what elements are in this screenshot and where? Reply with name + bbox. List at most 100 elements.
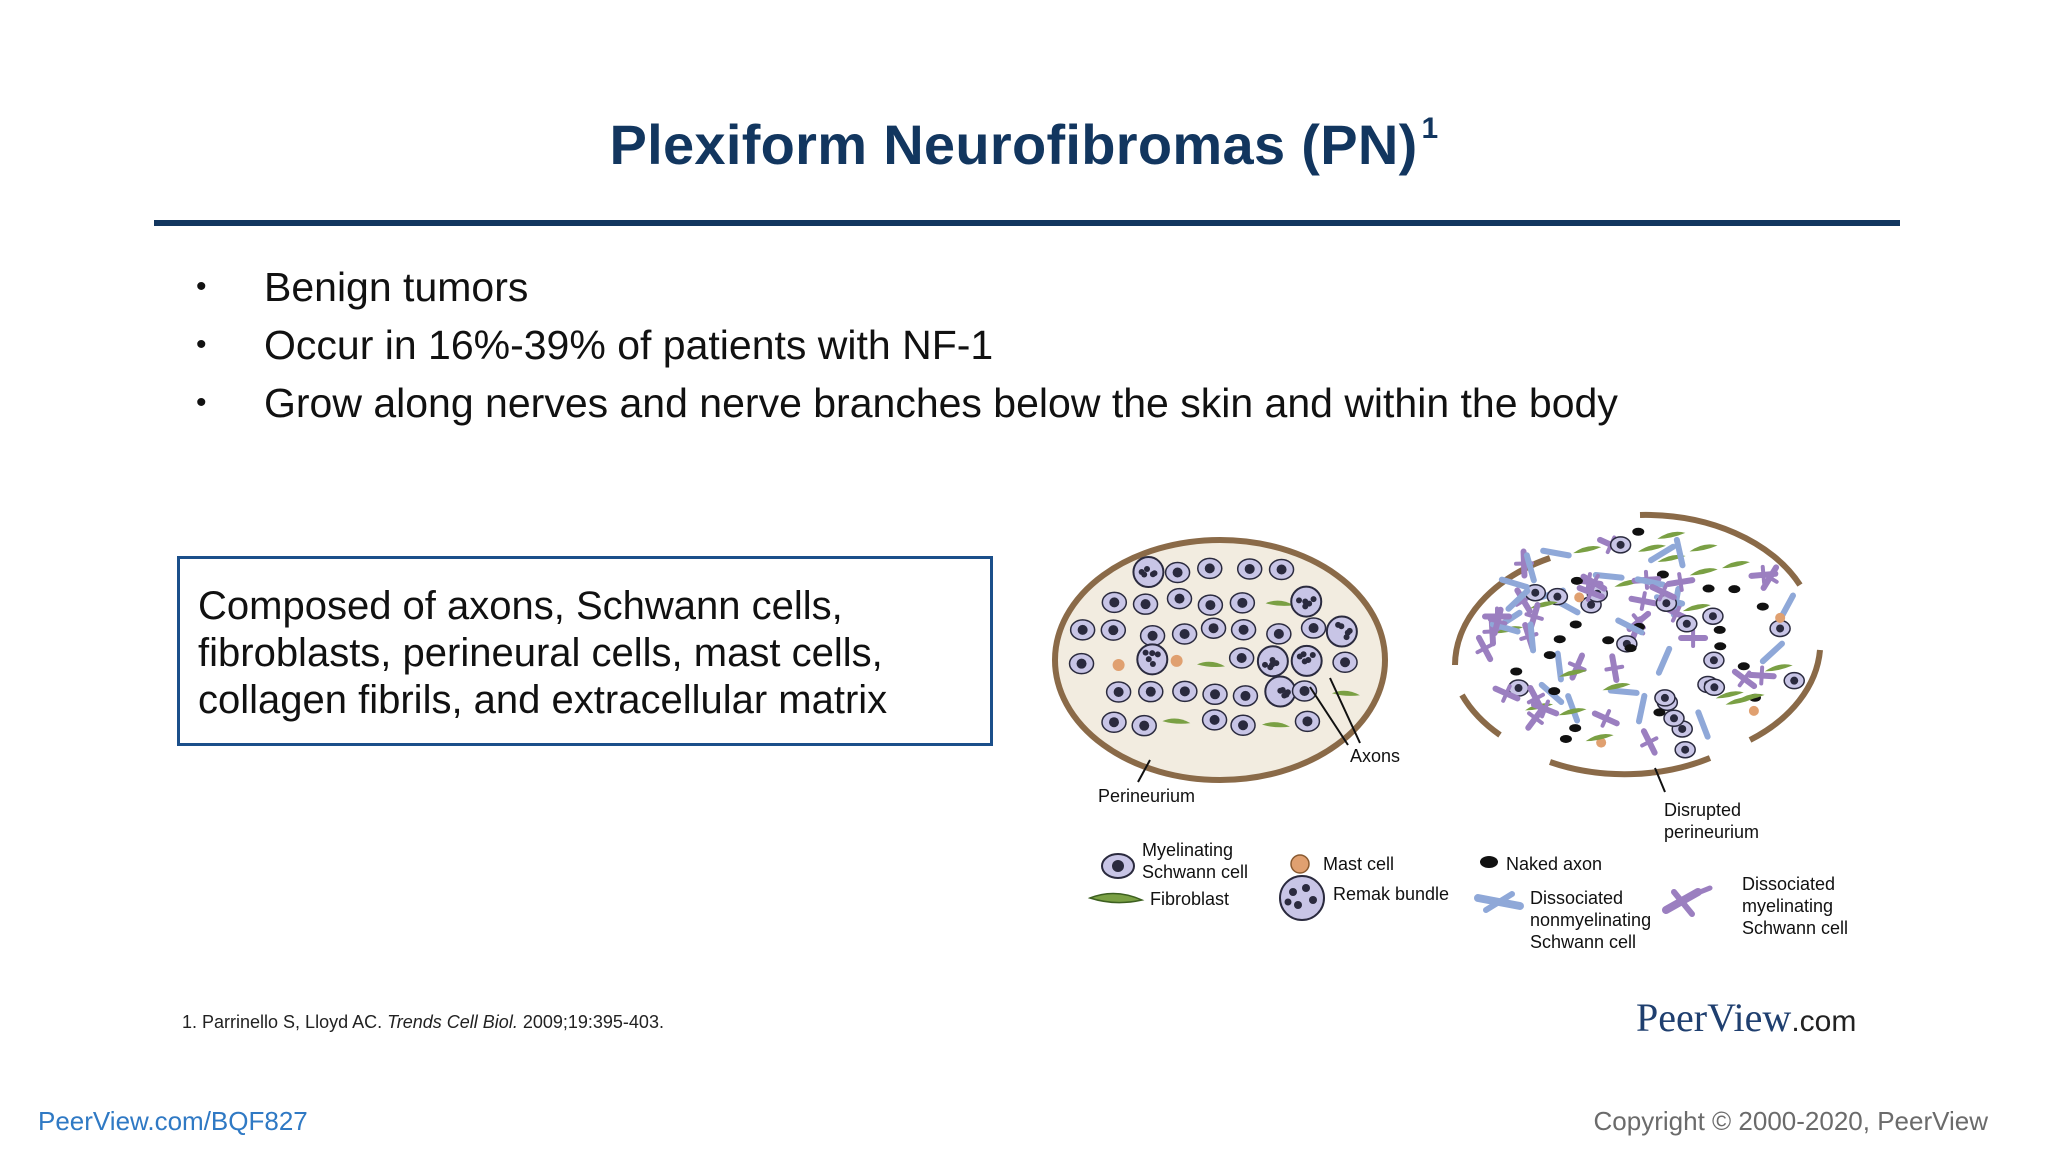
naked-axon-icon	[1713, 625, 1726, 634]
dissociated-myelinating-cell-icon	[1639, 591, 1647, 611]
dissociated-myelinating-cell-icon	[1670, 604, 1682, 623]
perineurium-label: Perineurium	[1098, 786, 1195, 806]
axon-icon	[1179, 628, 1190, 639]
bullet-item: • Occur in 16%-39% of patients with NF-1	[196, 316, 1618, 374]
axon-icon	[1172, 567, 1183, 578]
dissociated-myelinating-cell-icon	[1487, 617, 1508, 626]
fibroblast-icon	[1558, 708, 1587, 716]
legend-fibroblast-label: Fibroblast	[1150, 889, 1229, 909]
fibroblast-icon	[1331, 690, 1360, 696]
naked-axon-icon	[1714, 642, 1727, 651]
dissociated-myelinating-cell-icon	[1677, 572, 1684, 592]
remak-axon-icon	[1300, 651, 1307, 658]
dissociated-nonmyelinating-cell-icon	[1565, 693, 1581, 724]
axon-icon	[1302, 716, 1313, 727]
naked-axon-icon	[1624, 644, 1637, 653]
myelinating-schwann-cell-axon-icon	[1112, 860, 1124, 872]
axon-icon	[1710, 683, 1719, 692]
remak-bundle-icon	[1279, 875, 1325, 921]
dissociated-myelinating-cell-icon	[1640, 736, 1659, 748]
remak-bundle-axon-icon	[1309, 896, 1317, 904]
remak-axon-icon	[1309, 652, 1316, 659]
remak-bundle-icon	[1136, 643, 1169, 676]
bullet-item: • Benign tumors	[196, 258, 1618, 316]
dissociated-nonmyelinating-cell-icon	[1607, 687, 1640, 696]
fibroblast-icon	[1573, 545, 1602, 554]
fibroblast-icon	[1602, 683, 1631, 691]
axon-icon	[1210, 689, 1221, 700]
remak-axon-icon	[1301, 658, 1308, 665]
dissociated-myelinating-cell-icon	[1524, 612, 1544, 621]
axon-icon	[1299, 685, 1310, 696]
axon-icon	[1708, 612, 1717, 621]
axon-icon	[1709, 656, 1718, 665]
bullet-text: Occur in 16%-39% of patients with NF-1	[264, 321, 994, 368]
naked-axon-icon	[1553, 635, 1566, 644]
bullet-marker: •	[196, 328, 207, 361]
remak-axon-icon	[1302, 598, 1309, 605]
dissociated-nonmyelinating-cell-icon	[1540, 547, 1572, 559]
dissociated-nonmyelinating-cell-icon	[1695, 709, 1711, 740]
remak-axon-icon	[1142, 649, 1149, 656]
fibroblast-icon	[1689, 568, 1718, 576]
disrupted-perineurium-arc	[1459, 693, 1502, 738]
logo-domain: .com	[1791, 1005, 1857, 1038]
dissociated-myelinating-process-icon	[1687, 885, 1713, 899]
naked-axon-icon	[1543, 651, 1556, 660]
disrupted-label-line: perineurium	[1664, 822, 1759, 842]
fibroblast-icon	[1764, 664, 1793, 672]
normal-nerve-illustration	[1052, 537, 1388, 783]
tumor-nerve-cells	[1475, 527, 1805, 759]
legend-line: myelinating	[1742, 896, 1833, 916]
remak-bundle-axon-icon	[1294, 901, 1302, 909]
axon-icon	[1790, 676, 1799, 685]
disrupted-perineurium-arc	[1748, 649, 1823, 743]
axon-icon	[1109, 597, 1120, 608]
axon-icon	[1139, 720, 1150, 731]
naked-axon-icon	[1569, 620, 1582, 629]
peerview-activity-link[interactable]: PeerView.com/BQF827	[38, 1106, 308, 1136]
legend-line: nonmyelinating	[1530, 910, 1651, 930]
callout-line: collagen fibrils, and extracellular matr…	[198, 678, 888, 722]
mast-cell-icon	[1112, 658, 1125, 671]
dissociated-myelinating-cell-icon	[1475, 642, 1494, 655]
fibroblast-icon	[1689, 544, 1718, 552]
axon-icon	[1208, 623, 1219, 634]
dissociated-nonmyelinating-cell-icon	[1554, 650, 1564, 683]
fibroblast-icon	[1087, 892, 1145, 904]
dissociated-nonmyelinating-cell-icon	[1648, 543, 1677, 564]
fibroblast-icon	[1265, 600, 1294, 606]
dissociated-nonmyelinating-cell-icon	[1759, 640, 1785, 665]
naked-axon-icon	[1756, 602, 1769, 611]
slide-title: Plexiform Neurofibromas (PN)1	[0, 112, 2048, 177]
bullet-text: Benign tumors	[264, 263, 529, 310]
dissociated-myelinating-cell-icon	[1657, 582, 1669, 602]
dissociated-myelinating-cell-icon	[1585, 582, 1596, 602]
axon-icon	[1179, 686, 1190, 697]
bullet-item: • Grow along nerves and nerve branches b…	[196, 374, 1618, 432]
composition-callout-box: Composed of axons, Schwann cells, fibrob…	[177, 556, 993, 746]
remak-axon-icon	[1267, 664, 1274, 671]
axon-icon	[1678, 724, 1687, 733]
remak-bundle-icon	[1325, 615, 1358, 648]
remak-axon-icon	[1310, 596, 1317, 603]
legend-line: Schwann cell	[1742, 918, 1848, 938]
axons-pointer	[1329, 677, 1361, 744]
axon-icon	[1514, 684, 1523, 693]
axon-icon	[1240, 690, 1251, 701]
axon-icon	[1308, 623, 1319, 634]
dissociated-nonmyelinating-cell-icon	[1498, 576, 1530, 591]
dissociated-nonmyelinating-cell-icon	[1673, 536, 1686, 569]
fibroblast-icon	[1585, 734, 1614, 742]
remak-axon-icon	[1149, 650, 1156, 657]
remak-axon-icon	[1302, 603, 1309, 610]
fibroblast-icon	[1196, 661, 1225, 667]
bullet-text: Grow along nerves and nerve branches bel…	[264, 379, 1618, 426]
disrupted-perineurium-arc	[1639, 511, 1803, 587]
axon-icon	[1662, 599, 1671, 608]
dissociated-nonmyelinating-process-icon	[1483, 891, 1515, 913]
